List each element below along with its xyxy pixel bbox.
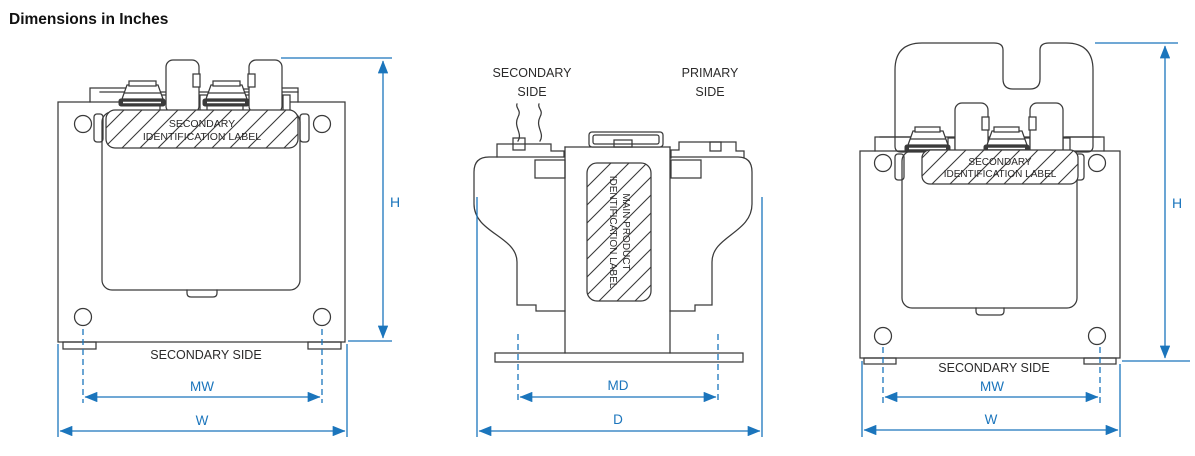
mounting-foot: [863, 357, 897, 365]
mounting-hole: [73, 307, 93, 327]
secondary-terminal: [496, 137, 565, 158]
mounting-foot: [62, 341, 97, 350]
id-label-text: IDENTIFICATION LABEL: [944, 169, 1057, 180]
primary-side-label: SIDE: [695, 85, 724, 99]
dimension-w: W: [861, 361, 1121, 437]
fuse-holder: [1028, 102, 1064, 157]
terminal-block: [118, 80, 166, 107]
top-bracket: [1065, 136, 1105, 152]
dim-label-d: D: [613, 412, 623, 427]
dimension-w: W: [57, 344, 348, 437]
top-bracket: [874, 136, 914, 152]
dim-label-mw: MW: [190, 379, 214, 394]
id-label-text: IDENTIFICATION LABEL: [607, 176, 618, 289]
dim-label-h: H: [1172, 195, 1182, 211]
dim-label-md: MD: [608, 378, 629, 393]
mounting-hole: [1087, 153, 1107, 173]
fuse-holder: [247, 59, 283, 114]
coil-bottom-tab: [975, 307, 1005, 316]
coil-tab: [894, 153, 905, 181]
primary-side-label: PRIMARY: [682, 66, 739, 80]
dim-label-w: W: [196, 413, 209, 428]
dimension-mw: MW: [882, 347, 1101, 403]
dimension-h: H: [1095, 42, 1190, 362]
mounting-hole: [73, 114, 93, 134]
id-label-text: MAIN PRODUCT: [620, 193, 631, 270]
hatch-fill: [922, 150, 1078, 184]
secondary-id-label: SECONDARY IDENTIFICATION LABEL: [921, 149, 1079, 185]
dim-label-h: H: [390, 194, 400, 210]
id-label-text: IDENTIFICATION LABEL: [143, 131, 261, 143]
dim-label-mw: MW: [980, 379, 1004, 394]
main-product-id-label: MAIN PRODUCT IDENTIFICATION LABEL: [586, 162, 652, 302]
secondary-side-label: SECONDARY SIDE: [150, 348, 261, 362]
base-plate: [494, 352, 744, 363]
mounting-hole: [873, 326, 893, 346]
dimension-h: H: [281, 57, 400, 342]
dimension-d: D: [476, 197, 763, 437]
fuse-holder: [165, 59, 201, 114]
side-view: SECONDARY SIDE PRIMARY SIDE: [473, 66, 763, 437]
dim-label-w: W: [985, 412, 998, 427]
secondary-id-label: SECONDARY IDENTIFICATION LABEL: [105, 109, 299, 149]
secondary-side-label: SECONDARY SIDE: [938, 361, 1049, 375]
lead-wires: [515, 103, 543, 142]
mounting-hole: [873, 153, 893, 173]
mounting-hole: [312, 307, 332, 327]
coil-bottom-tab: [186, 289, 218, 298]
capped-view: SECONDARY IDENTIFICATION LABEL SECONDARY…: [859, 42, 1190, 437]
dimension-md: MD: [517, 334, 719, 403]
secondary-side-label: SECONDARY: [493, 66, 573, 80]
mounting-foot: [307, 341, 342, 350]
core-column: [564, 131, 671, 354]
coil-tab: [299, 113, 310, 143]
page-title: Dimensions in Inches: [9, 11, 168, 28]
hatch-fill: [106, 110, 298, 148]
terminal-block: [202, 80, 250, 107]
coil-tab: [93, 113, 104, 143]
front-view: SECONDARY IDENTIFICATION LABEL SECONDARY…: [57, 57, 400, 437]
id-label-text: SECONDARY: [169, 118, 235, 130]
dimension-mw: MW: [82, 329, 323, 403]
hatch-fill: [587, 163, 651, 301]
primary-terminal: [670, 141, 745, 159]
mounting-hole: [1087, 326, 1107, 346]
mounting-hole: [312, 114, 332, 134]
secondary-side-label: SIDE: [517, 85, 546, 99]
id-label-text: SECONDARY: [968, 157, 1031, 168]
